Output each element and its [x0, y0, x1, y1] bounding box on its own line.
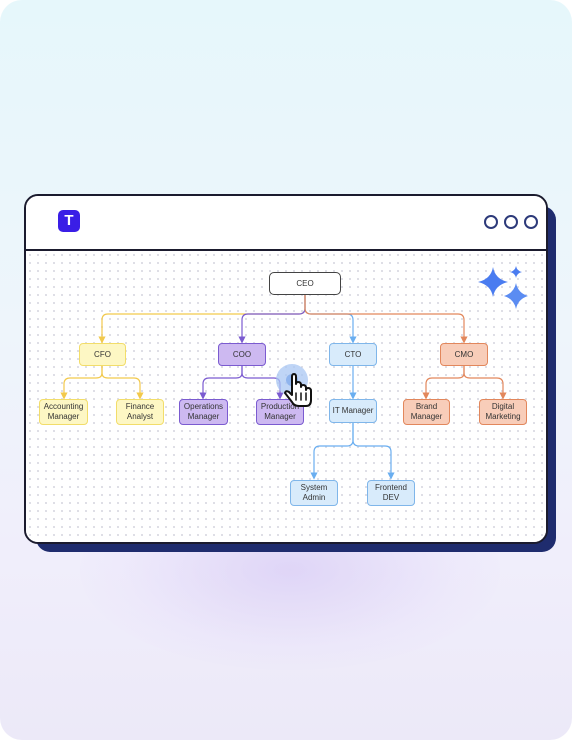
node-ceo[interactable]: CEO — [269, 272, 341, 295]
connector-ceo-cfo — [98, 295, 306, 344]
window-control-dot-2[interactable] — [504, 215, 518, 229]
connector-cfo-accounting — [60, 366, 103, 400]
node-system-admin[interactable]: System Admin — [290, 480, 338, 506]
node-frontend-dev[interactable]: Frontend DEV — [367, 480, 415, 506]
node-accounting-manager[interactable]: Accounting Manager — [39, 399, 88, 425]
sparkle-icon — [478, 266, 528, 309]
diagram-canvas[interactable] — [26, 251, 546, 542]
connector-ceo-cmo — [304, 295, 468, 344]
connector-cmo-digital — [463, 366, 507, 400]
node-digital-marketing[interactable]: Digital Marketing — [479, 399, 527, 425]
connector-it-frontend — [352, 423, 395, 480]
node-cmo[interactable]: CMO — [440, 343, 488, 366]
node-coo[interactable]: COO — [218, 343, 266, 366]
logo-icon[interactable]: T — [58, 210, 80, 232]
connector-coo-operations — [199, 366, 243, 400]
connector-cfo-finance — [101, 366, 144, 400]
app-window: T — [24, 194, 548, 544]
window-control-dot-3[interactable] — [524, 215, 538, 229]
node-cfo[interactable]: CFO — [79, 343, 126, 366]
connector-ceo-cto — [304, 295, 357, 344]
connector-ceo-coo — [238, 295, 306, 344]
connector-cmo-brand — [422, 366, 465, 400]
hand-pointer-icon — [276, 364, 312, 407]
node-finance-analyst[interactable]: Finance Analyst — [116, 399, 164, 425]
connector-it-sysadmin — [310, 423, 354, 480]
window-control-dot-1[interactable] — [484, 215, 498, 229]
node-cto[interactable]: CTO — [329, 343, 377, 366]
title-bar: T — [26, 196, 546, 251]
node-operations-manager[interactable]: Operations Manager — [179, 399, 228, 425]
node-brand-manager[interactable]: Brand Manager — [403, 399, 450, 425]
node-it-manager[interactable]: IT Manager — [329, 399, 377, 423]
